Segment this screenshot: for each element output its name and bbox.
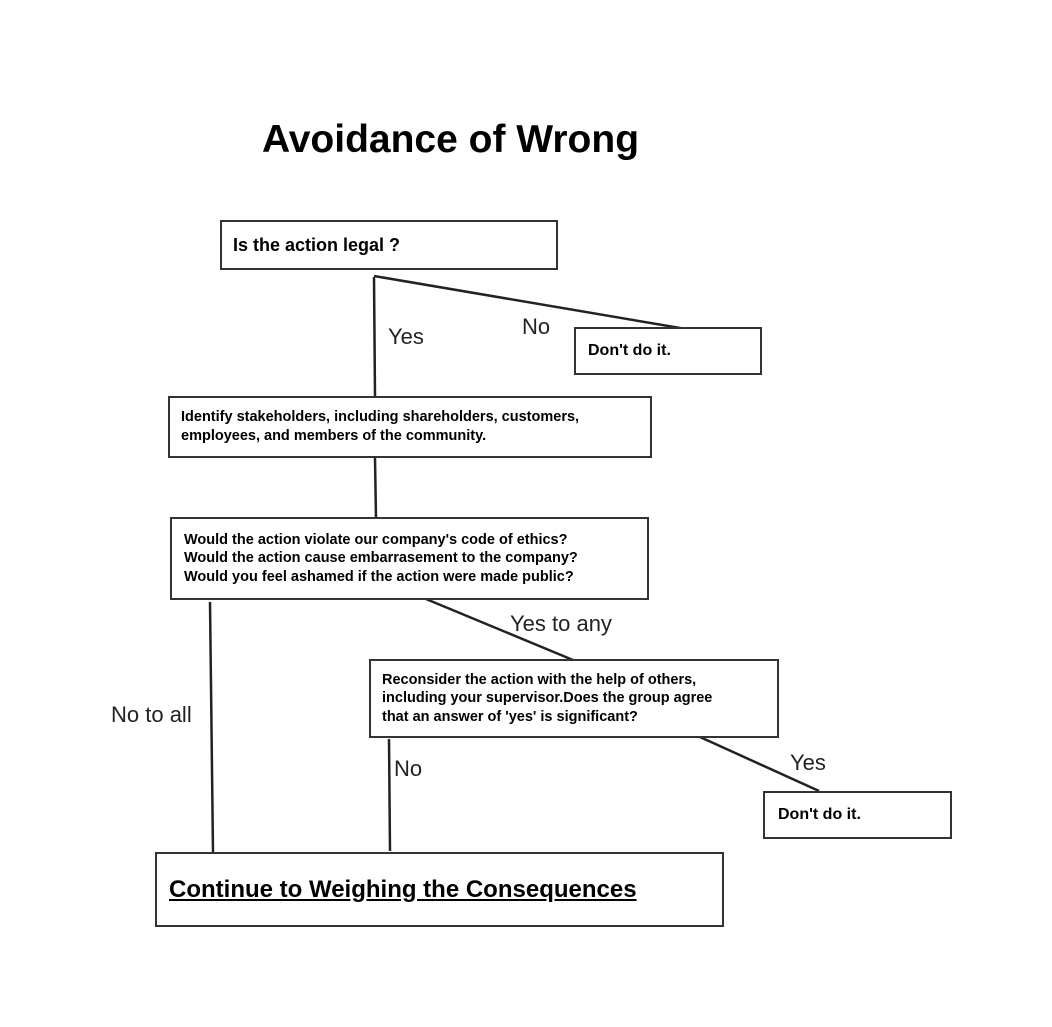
- node-continue-weighing-consequences[interactable]: Continue to Weighing the Consequences: [155, 852, 724, 927]
- node-ethics-questions: Would the action violate our company's c…: [170, 517, 649, 600]
- edge-label-yes-reconsider: Yes: [790, 750, 826, 775]
- connector-reconsider-to-dont2: [699, 735, 820, 793]
- node-reconsider-action-text: Reconsider the action with the help of o…: [382, 671, 713, 725]
- connector-reconsider-to-continue: [387, 738, 392, 852]
- connector-ethics-to-continue: [208, 601, 215, 854]
- node-is-action-legal: Is the action legal ?: [220, 220, 558, 270]
- continue-link[interactable]: Continue to Weighing the Consequences: [169, 875, 637, 903]
- connector-ethics-to-reconsider: [425, 597, 574, 662]
- connector-legal-to-dont1: [373, 274, 687, 331]
- edge-label-no-to-all: No to all: [111, 702, 192, 727]
- node-is-action-legal-text: Is the action legal ?: [233, 234, 401, 255]
- node-dont-do-it-1: Don't do it.: [574, 327, 762, 375]
- node-dont-do-it-2: Don't do it.: [763, 791, 952, 839]
- edge-label-yes-legal: Yes: [388, 324, 424, 349]
- edge-label-no-reconsider: No: [394, 756, 423, 781]
- node-dont-do-it-2-text: Don't do it.: [778, 806, 861, 823]
- node-dont-do-it-1-text: Don't do it.: [588, 342, 671, 359]
- diagram-title: Avoidance of Wrong: [262, 118, 640, 161]
- node-identify-stakeholders-text: Identify stakeholders, including shareho…: [181, 409, 580, 444]
- edge-label-no-legal: No: [522, 314, 551, 339]
- node-ethics-questions-text: Would the action violate our company's c…: [184, 531, 578, 585]
- edge-label-yes-to-any: Yes to any: [510, 611, 612, 636]
- node-reconsider-action: Reconsider the action with the help of o…: [369, 659, 779, 738]
- node-identify-stakeholders: Identify stakeholders, including shareho…: [168, 396, 652, 458]
- connector-legal-to-stakeholders: [372, 276, 377, 397]
- connector-stakeholders-to-ethics: [373, 457, 378, 520]
